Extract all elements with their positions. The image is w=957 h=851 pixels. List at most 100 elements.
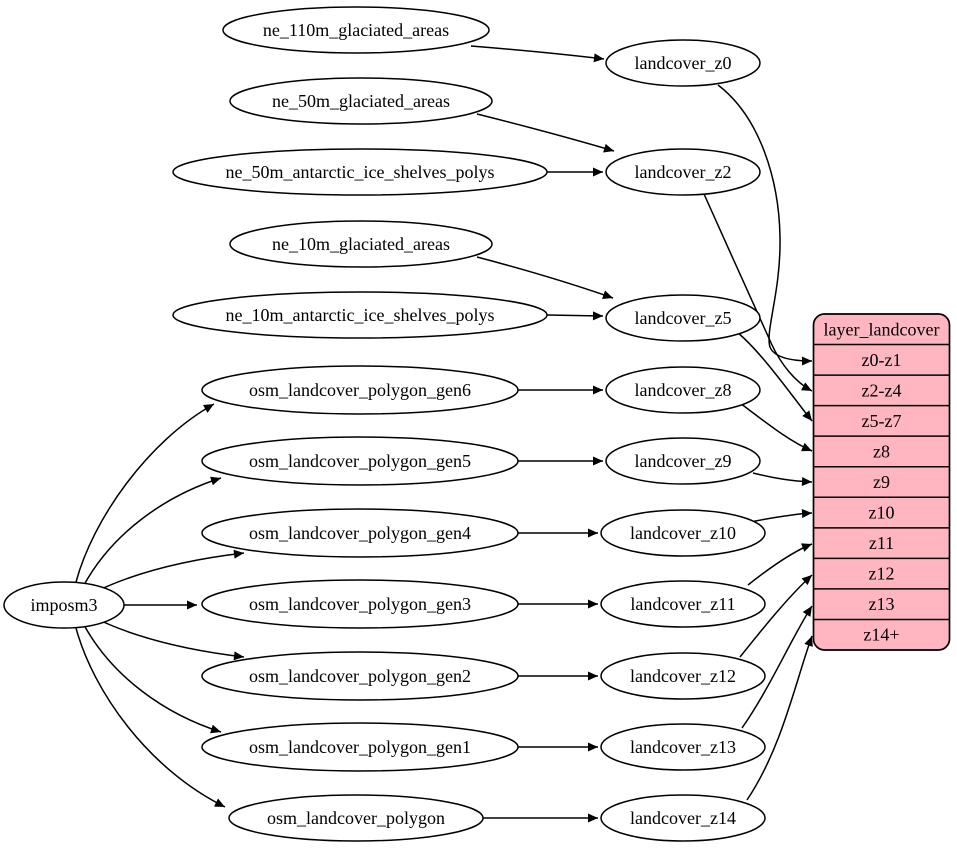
node-ne_10m_glaciated_areas: ne_10m_glaciated_areas [229, 220, 493, 268]
node-osm_landcover_polygon_gen1: osm_landcover_polygon_gen1 [201, 722, 519, 772]
table-row-z12: z12 [869, 564, 895, 584]
node-label-landcover_z9: landcover_z9 [635, 451, 732, 471]
edge-landcover_z5--layer_landcover:z5-z7 [736, 331, 813, 422]
node-ellipse-osm_landcover_polygon [228, 794, 484, 842]
node-ellipse-landcover_z12 [600, 652, 766, 700]
node-ellipse-landcover_z9 [605, 437, 761, 485]
node-ellipse-imposm3 [3, 581, 125, 629]
table-title: layer_landcover [824, 319, 940, 339]
node-ellipse-osm_landcover_polygon_gen1 [201, 722, 519, 772]
node-landcover_z9: landcover_z9 [605, 437, 761, 485]
node-ellipse-ne_50m_antarctic_ice_shelves_polys [172, 148, 548, 196]
edge-landcover_z10--layer_landcover:z10 [749, 509, 813, 523]
node-label-ne_110m_glaciated_areas: ne_110m_glaciated_areas [263, 20, 449, 40]
table-row-z0-z1: z0-z1 [862, 350, 902, 370]
node-ellipse-osm_landcover_polygon_gen6 [201, 365, 519, 415]
edges-layer [75, 45, 813, 823]
edge-ne_10m_antarctic_ice_shelves_polys--landcover_z5 [546, 311, 604, 321]
node-landcover_z13: landcover_z13 [600, 723, 766, 771]
edge-imposm3--osm_landcover_polygon_gen1 [83, 624, 222, 734]
table-row-z14+: z14+ [863, 625, 899, 645]
edge-imposm3--osm_landcover_polygon_gen5 [83, 476, 222, 586]
node-label-imposm3: imposm3 [30, 595, 97, 615]
node-osm_landcover_polygon: osm_landcover_polygon [228, 794, 484, 842]
edge-imposm3--osm_landcover_polygon_gen2 [96, 618, 245, 661]
node-ne_50m_antarctic_ice_shelves_polys: ne_50m_antarctic_ice_shelves_polys [172, 148, 548, 196]
node-landcover_z5: landcover_z5 [605, 294, 761, 342]
node-label-landcover_z13: landcover_z13 [630, 737, 736, 757]
node-landcover_z12: landcover_z12 [600, 652, 766, 700]
node-ellipse-landcover_z8 [605, 366, 761, 414]
edge-landcover_z13--layer_landcover:z13 [741, 605, 813, 729]
node-label-landcover_z10: landcover_z10 [630, 523, 736, 543]
table-layer_landcover: layer_landcoverz0-z1z2-z4z5-z7z8z9z10z11… [812, 313, 951, 651]
node-label-landcover_z0: landcover_z0 [635, 53, 732, 73]
table-row-z10: z10 [869, 503, 895, 523]
node-ellipse-osm_landcover_polygon_gen2 [201, 651, 519, 701]
node-label-landcover_z8: landcover_z8 [635, 380, 732, 400]
edge-landcover_z14--layer_landcover:z14+ [746, 635, 813, 801]
node-osm_landcover_polygon_gen3: osm_landcover_polygon_gen3 [201, 579, 519, 629]
node-ellipse-ne_110m_glaciated_areas [222, 6, 490, 54]
node-ellipse-landcover_z2 [605, 148, 761, 196]
node-label-landcover_z14: landcover_z14 [630, 808, 736, 828]
node-label-ne_50m_antarctic_ice_shelves_polys: ne_50m_antarctic_ice_shelves_polys [226, 162, 495, 182]
node-ne_110m_glaciated_areas: ne_110m_glaciated_areas [222, 6, 490, 54]
node-landcover_z2: landcover_z2 [605, 148, 761, 196]
node-landcover_z14: landcover_z14 [600, 794, 766, 842]
edge-landcover_z8--layer_landcover:z8 [739, 402, 813, 452]
node-ellipse-landcover_z14 [600, 794, 766, 842]
nodes-layer: ne_110m_glaciated_areas ne_50m_glaciated_… [3, 6, 766, 842]
node-label-ne_10m_glaciated_areas: ne_10m_glaciated_areas [272, 234, 450, 254]
node-label-osm_landcover_polygon_gen5: osm_landcover_polygon_gen5 [249, 451, 471, 471]
node-label-landcover_z2: landcover_z2 [635, 162, 732, 182]
edge-imposm3--osm_landcover_polygon_gen6 [75, 403, 215, 583]
edge-landcover_z11--layer_landcover:z11 [747, 543, 813, 586]
node-ellipse-osm_landcover_polygon_gen3 [201, 579, 519, 629]
node-osm_landcover_polygon_gen6: osm_landcover_polygon_gen6 [201, 365, 519, 415]
node-osm_landcover_polygon_gen5: osm_landcover_polygon_gen5 [201, 436, 519, 486]
node-landcover_z11: landcover_z11 [600, 580, 766, 628]
table-row-z9: z9 [873, 472, 890, 492]
node-ellipse-landcover_z5 [605, 294, 761, 342]
table-layer: layer_landcoverz0-z1z2-z4z5-z7z8z9z10z11… [812, 313, 951, 651]
edge-ne_110m_glaciated_areas--landcover_z0 [470, 45, 605, 63]
node-landcover_z10: landcover_z10 [600, 509, 766, 557]
node-ellipse-ne_10m_antarctic_ice_shelves_polys [172, 291, 548, 339]
node-label-ne_10m_antarctic_ice_shelves_polys: ne_10m_antarctic_ice_shelves_polys [226, 305, 495, 325]
table-row-z8: z8 [873, 441, 890, 461]
node-label-osm_landcover_polygon_gen3: osm_landcover_polygon_gen3 [249, 594, 471, 614]
edge-ne_50m_glaciated_areas--landcover_z2 [476, 113, 615, 153]
table-row-z13: z13 [869, 594, 895, 614]
edge-ne_10m_glaciated_areas--landcover_z5 [476, 256, 614, 299]
node-label-osm_landcover_polygon_gen4: osm_landcover_polygon_gen4 [249, 523, 471, 543]
table-outline [812, 313, 951, 651]
node-label-osm_landcover_polygon_gen2: osm_landcover_polygon_gen2 [249, 666, 471, 686]
table-row-z11: z11 [869, 533, 894, 553]
node-ne_10m_antarctic_ice_shelves_polys: ne_10m_antarctic_ice_shelves_polys [172, 291, 548, 339]
edge-landcover_z12--layer_landcover:z12 [739, 574, 813, 658]
node-ellipse-landcover_z0 [605, 39, 761, 87]
node-ellipse-landcover_z10 [600, 509, 766, 557]
node-ellipse-osm_landcover_polygon_gen5 [201, 436, 519, 486]
edge-landcover_z2--layer_landcover:z2-z4 [703, 193, 813, 392]
node-label-osm_landcover_polygon: osm_landcover_polygon [267, 808, 445, 828]
node-label-landcover_z11: landcover_z11 [630, 594, 735, 614]
node-landcover_z8: landcover_z8 [605, 366, 761, 414]
node-label-osm_landcover_polygon_gen6: osm_landcover_polygon_gen6 [249, 380, 471, 400]
node-label-osm_landcover_polygon_gen1: osm_landcover_polygon_gen1 [249, 737, 471, 757]
node-imposm3: imposm3 [3, 581, 125, 629]
node-ne_50m_glaciated_areas: ne_50m_glaciated_areas [229, 77, 493, 125]
node-ellipse-ne_50m_glaciated_areas [229, 77, 493, 125]
node-landcover_z0: landcover_z0 [605, 39, 761, 87]
node-label-landcover_z5: landcover_z5 [635, 308, 732, 328]
node-label-landcover_z12: landcover_z12 [630, 666, 736, 686]
node-osm_landcover_polygon_gen2: osm_landcover_polygon_gen2 [201, 651, 519, 701]
node-osm_landcover_polygon_gen4: osm_landcover_polygon_gen4 [201, 508, 519, 558]
node-ellipse-osm_landcover_polygon_gen4 [201, 508, 519, 558]
node-ellipse-ne_10m_glaciated_areas [229, 220, 493, 268]
table-row-z2-z4: z2-z4 [862, 380, 902, 400]
edge-imposm3--osm_landcover_polygon_gen4 [96, 549, 245, 592]
